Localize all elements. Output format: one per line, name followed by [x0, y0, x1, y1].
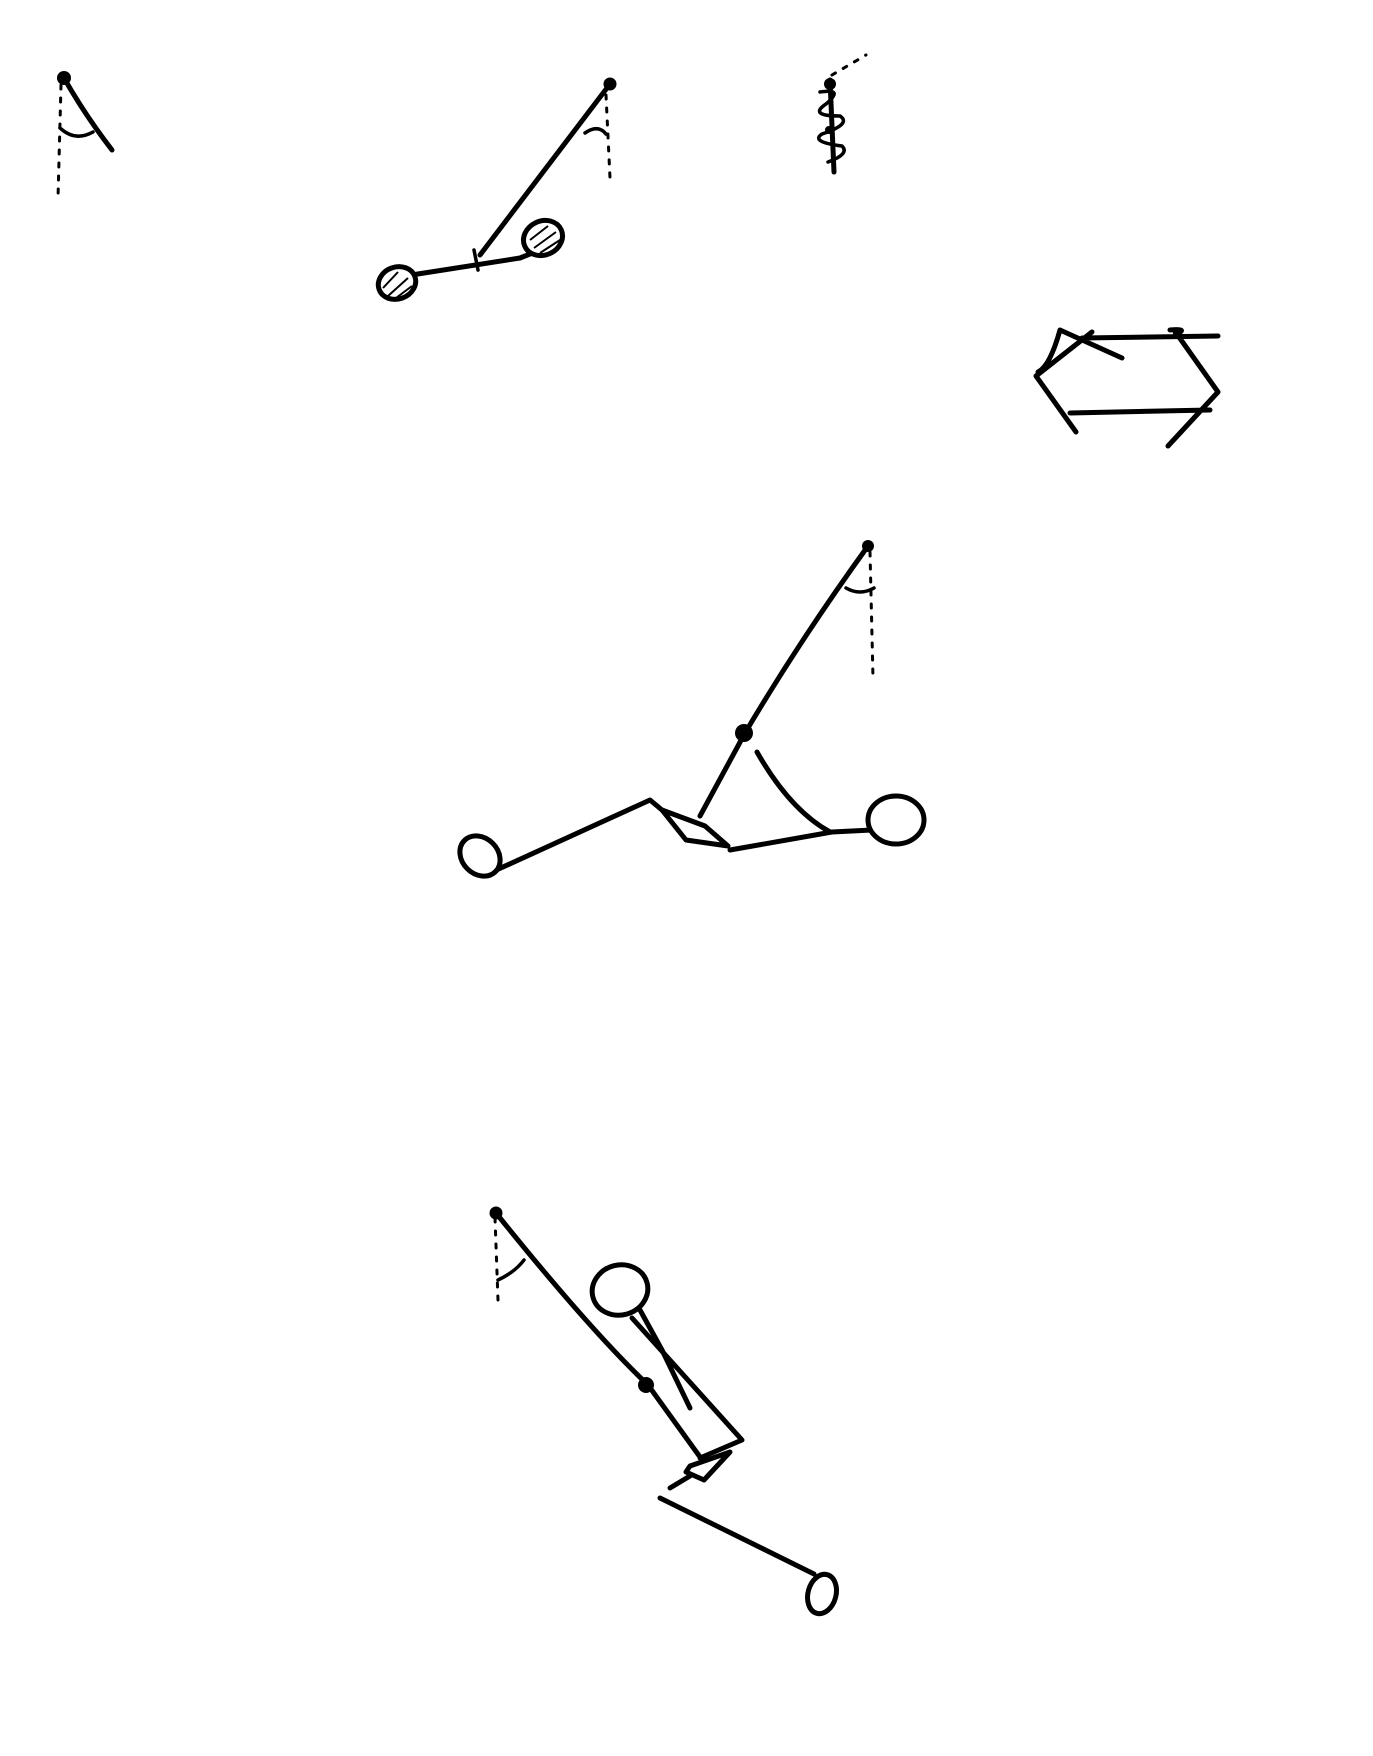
rotation-axis-sketch [819, 55, 866, 172]
vertical-reference-line [606, 95, 610, 178]
rigid-rod [405, 250, 540, 276]
leg [492, 800, 662, 872]
angle-arc [846, 588, 874, 592]
axis-extension-line [832, 55, 866, 75]
pendulum-simple [57, 71, 112, 198]
axis-top-dot [824, 78, 836, 90]
arm-to-head [757, 752, 830, 832]
angle-arc [585, 129, 606, 134]
foot-left [452, 828, 509, 885]
leg [660, 1476, 814, 1574]
seat [662, 810, 728, 846]
swing-figure-legs-extended [452, 540, 924, 884]
pivot-point [604, 78, 617, 91]
head-right [868, 796, 924, 844]
swing-rope [700, 546, 868, 816]
axis-mid-dot [825, 126, 833, 134]
foot-lower [803, 1571, 840, 1617]
pivot-point [490, 1207, 503, 1220]
hand-grip-dot [735, 724, 753, 742]
vertical-reference-line [58, 85, 61, 198]
vertical-reference-line [870, 552, 873, 678]
hand-grip-dot [638, 1377, 654, 1393]
angle-arc [60, 128, 93, 136]
double-arrow-icon [1036, 330, 1218, 446]
pendulum-string [64, 78, 112, 150]
torso [730, 830, 872, 850]
angle-arc [498, 1260, 524, 1280]
pivot-point [57, 71, 71, 85]
vertical-reference-line [495, 1218, 498, 1300]
swing-rope [496, 1213, 700, 1457]
pendulum-rigid-rod [374, 78, 617, 305]
equivalence-arrow [1036, 330, 1218, 446]
pivot-point [862, 540, 874, 552]
neck-and-arm [640, 1310, 690, 1408]
swing-figure-legs-tucked [490, 1207, 841, 1617]
